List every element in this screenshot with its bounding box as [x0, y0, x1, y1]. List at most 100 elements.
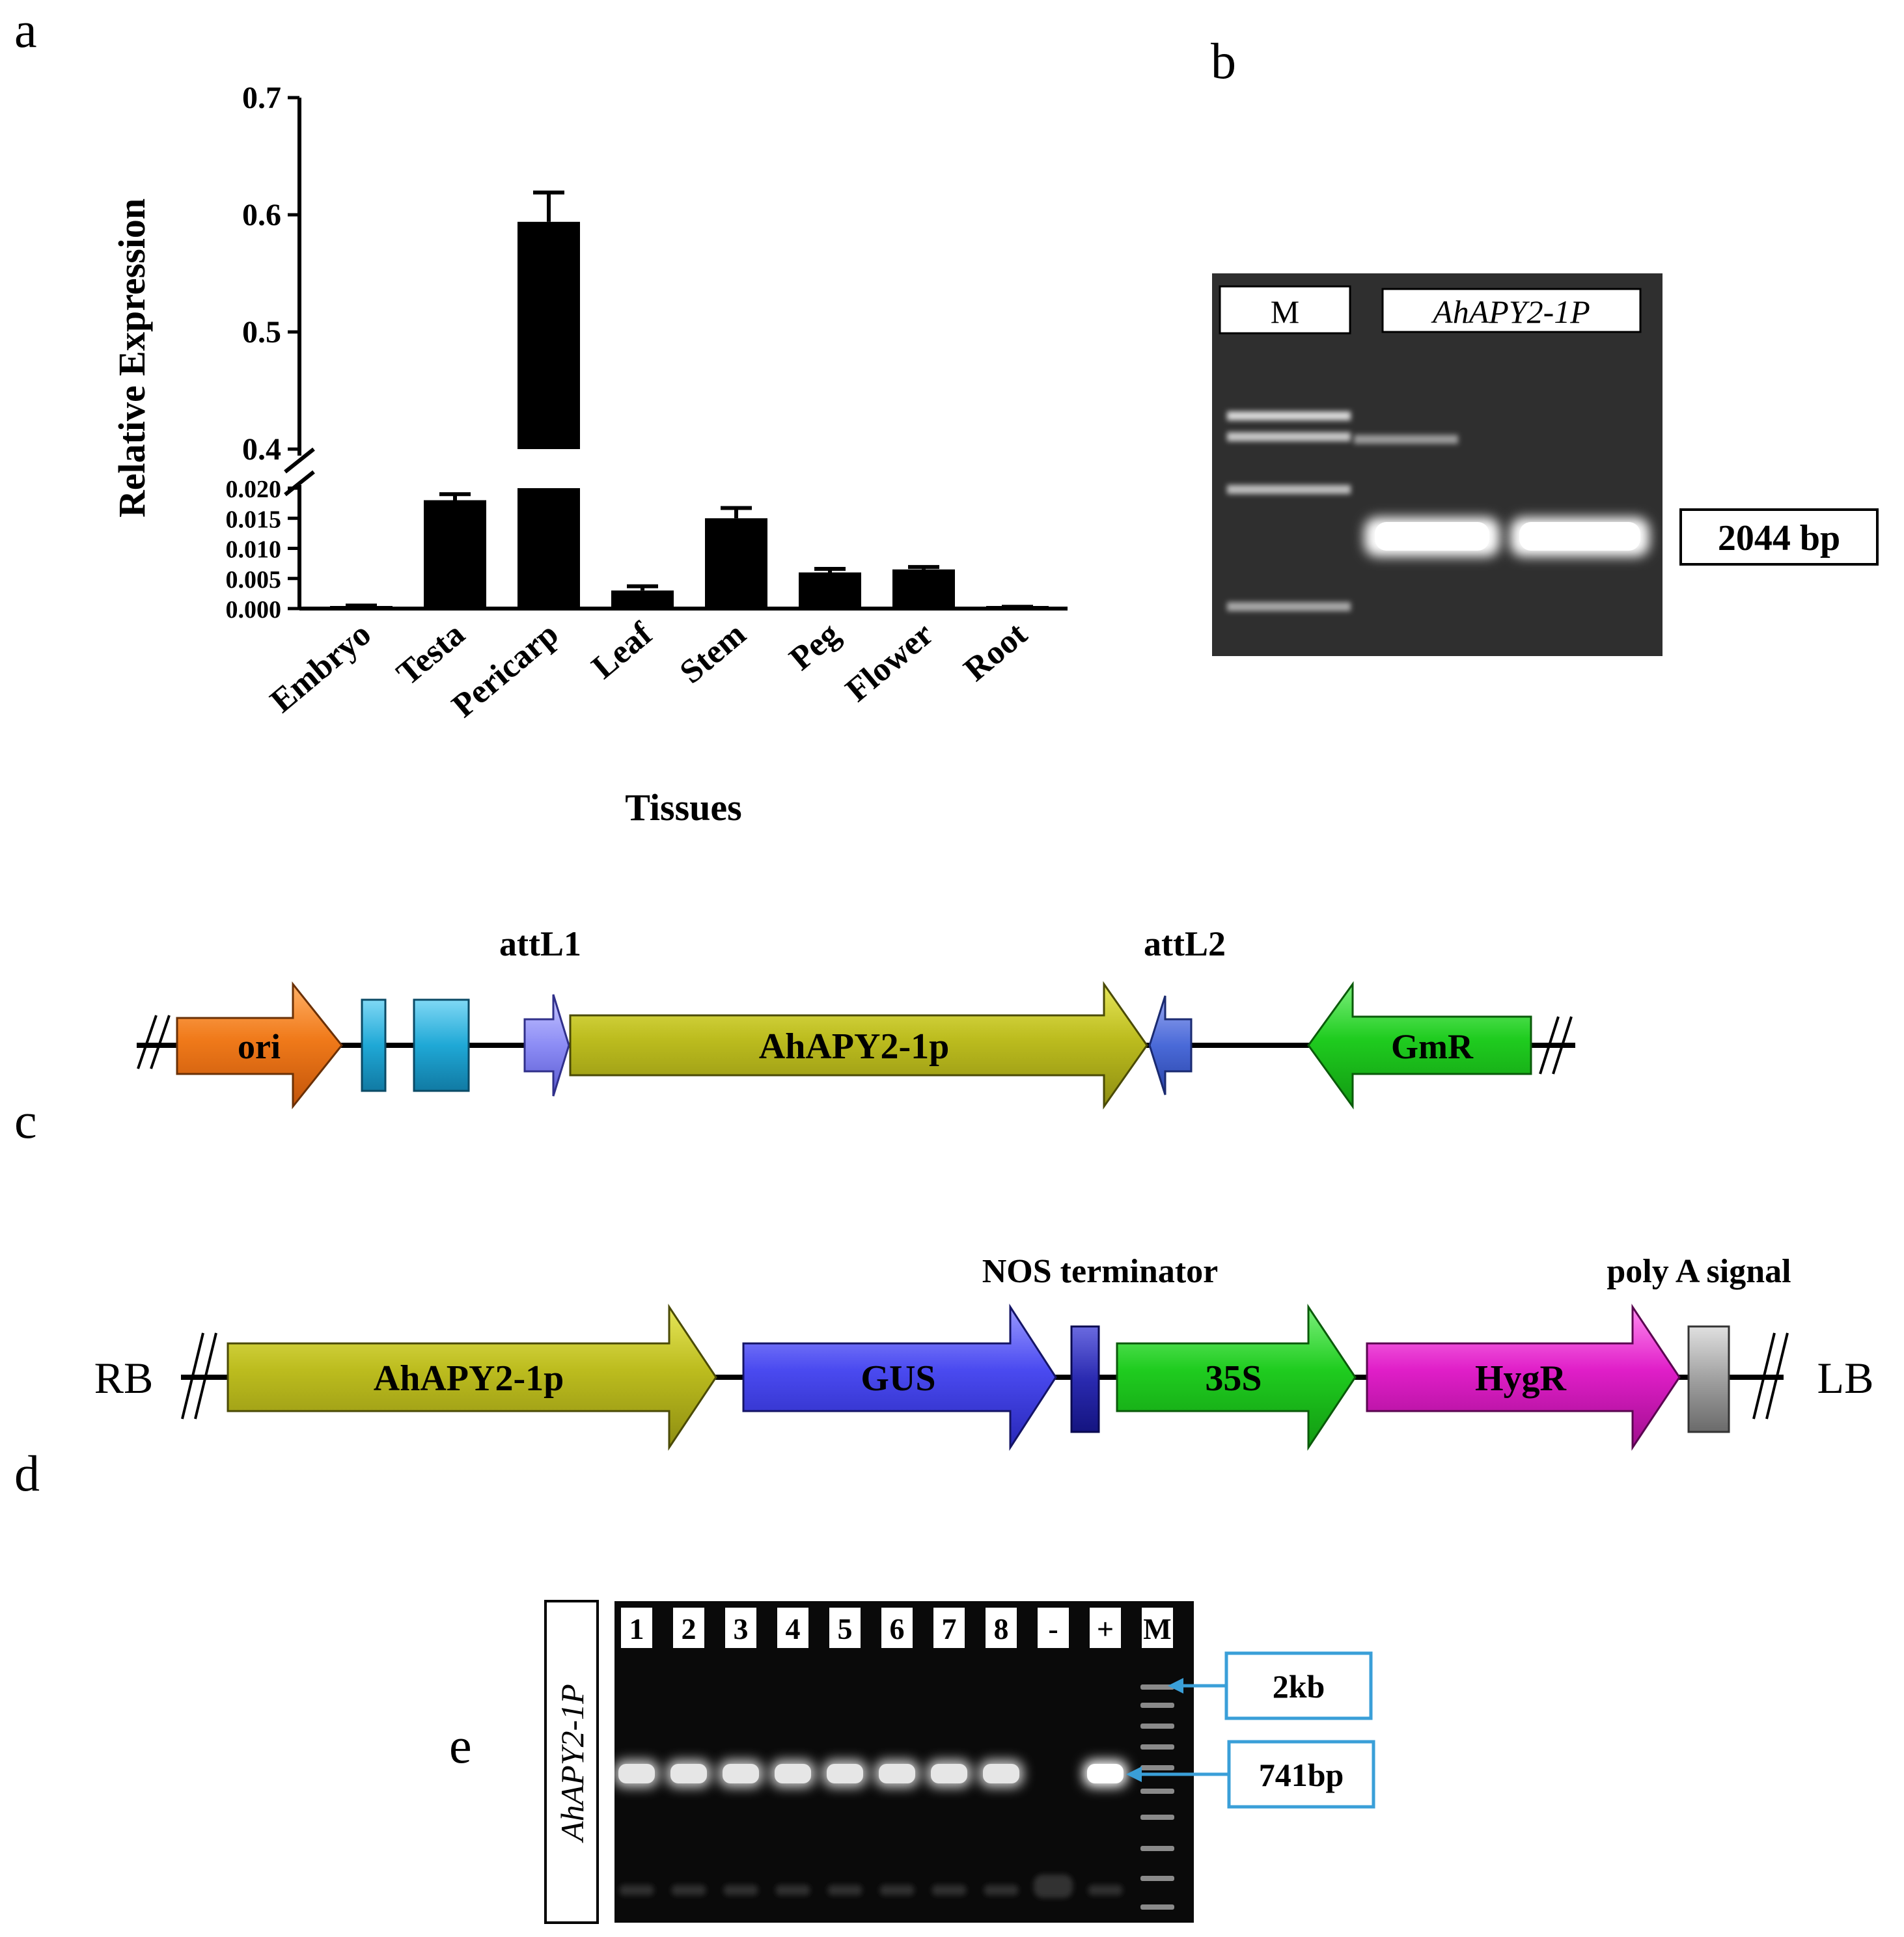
panel-label-b: b	[1211, 33, 1236, 89]
panel-label-d: d	[14, 1445, 40, 1502]
marker-band	[1140, 1684, 1174, 1690]
gel-b-product-band	[1375, 522, 1489, 551]
nos-terminator-element	[1070, 1325, 1100, 1433]
vector-c-break-left	[137, 1015, 158, 1069]
nos-terminator-label: NOS terminator	[982, 1253, 1218, 1290]
gel-b-size-label: 2044 bp	[1718, 518, 1840, 558]
cyan-element-large	[413, 998, 470, 1092]
faint-band	[932, 1885, 966, 1895]
bar-peg	[799, 572, 861, 609]
x-tick-label-root: Root	[957, 615, 1034, 689]
gel-b-background	[1212, 273, 1663, 656]
bar-testa	[424, 500, 486, 609]
y-tick-label: 0.010	[226, 536, 282, 564]
pcr-band	[983, 1764, 1019, 1783]
gel-b-lane-label-m: M	[1271, 294, 1299, 330]
faint-band	[1088, 1885, 1122, 1895]
lane-label-box	[673, 1608, 704, 1648]
lane-label-box	[1038, 1608, 1069, 1648]
lane-label-box	[1142, 1608, 1173, 1648]
vector-c-break-right	[1539, 1016, 1560, 1075]
lane-label-8: 8	[994, 1612, 1009, 1645]
pcr-band	[723, 1764, 759, 1783]
lane-label-6: 6	[890, 1612, 905, 1645]
pcr-band	[879, 1764, 915, 1783]
gel-b: M AhAPY2-1P 2044 bp	[1212, 273, 1879, 656]
promoter-label-d: AhAPY2-1p	[374, 1358, 564, 1399]
lane-label-box	[829, 1608, 861, 1648]
y-tick-label: 0.005	[226, 566, 282, 594]
faint-band	[672, 1885, 706, 1895]
bar-pericarp-upper	[517, 221, 580, 449]
callout-741bp-arrowhead	[1126, 1766, 1142, 1782]
vector-d-break-left	[181, 1332, 204, 1420]
marker-band	[1140, 1744, 1174, 1750]
p35s-feature	[1116, 1304, 1357, 1451]
gel-b-lane-label-sample: AhAPY2-1P	[1431, 294, 1590, 330]
promoter-feature-c	[569, 981, 1148, 1110]
lane-label-box	[621, 1608, 652, 1648]
gel-b-faint-band	[1354, 435, 1458, 444]
panel-label-e: e	[449, 1717, 472, 1774]
polya-element	[1687, 1325, 1730, 1433]
lane-label-box	[777, 1608, 808, 1648]
pcr-band	[931, 1764, 967, 1783]
bar-pericarp	[517, 488, 580, 609]
pcr-band	[827, 1764, 863, 1783]
panel-label-c: c	[14, 1092, 37, 1149]
gel-b-marker-band	[1227, 411, 1351, 420]
y-tick-label: 0.000	[226, 596, 282, 624]
callout-741bp-label: 741bp	[1259, 1757, 1344, 1793]
x-tick-label-flower: Flower	[839, 616, 941, 709]
lane-label-10: +	[1097, 1612, 1114, 1645]
vector-d-break-right	[1765, 1332, 1789, 1420]
gel-e-side-label: AhAPY2-1P	[554, 1684, 590, 1843]
gmr-label: GmR	[1391, 1027, 1474, 1066]
x-axis-title: Tissues	[625, 786, 741, 829]
cyan-element-small	[361, 998, 387, 1092]
lb-label: LB	[1817, 1353, 1874, 1403]
gel-b-lane-label-box-sample	[1381, 288, 1642, 333]
p35s-label: 35S	[1205, 1358, 1262, 1399]
gel-b-lane-label-box-m	[1219, 285, 1351, 335]
callout-741bp-box	[1227, 1740, 1375, 1809]
gel-b-marker-band	[1227, 485, 1351, 494]
callout-2kb-arrowhead	[1168, 1678, 1183, 1694]
x-tick-label-pericarp: Pericarp	[445, 616, 566, 725]
marker-band	[1140, 1724, 1174, 1729]
marker-band	[1140, 1815, 1174, 1820]
lane-label-9: -	[1048, 1612, 1058, 1645]
pcr-band	[670, 1764, 707, 1783]
callout-2kb-box	[1224, 1651, 1373, 1720]
panel-label-a: a	[14, 1, 37, 58]
lane-label-box	[1090, 1608, 1121, 1648]
attl2-site	[1148, 995, 1193, 1095]
vector-c-break-left	[150, 1015, 171, 1069]
ori-feature	[176, 981, 343, 1110]
gel-e-side-label-box	[544, 1600, 599, 1924]
marker-band	[1140, 1703, 1174, 1708]
x-tick-label-testa: Testa	[390, 616, 472, 693]
y-tick-label: 0.6	[242, 198, 281, 232]
gus-label: GUS	[861, 1358, 935, 1399]
lane-label-box	[881, 1608, 913, 1648]
faint-band	[984, 1885, 1018, 1895]
bar-flower	[892, 569, 955, 609]
gel-b-product-band	[1519, 522, 1640, 551]
axis-break-mark-upper	[284, 447, 315, 474]
vector-d-break-right	[1752, 1332, 1776, 1420]
faint-band	[776, 1885, 810, 1895]
pcr-band	[775, 1764, 811, 1783]
gus-feature	[742, 1303, 1057, 1451]
gel-b-size-box	[1679, 508, 1879, 566]
y-tick-label: 0.5	[242, 315, 281, 350]
lane-label-box	[986, 1608, 1017, 1648]
lane-label-1: 1	[629, 1612, 644, 1645]
faint-band	[828, 1885, 862, 1895]
primer-dimer-smear	[1034, 1875, 1073, 1898]
